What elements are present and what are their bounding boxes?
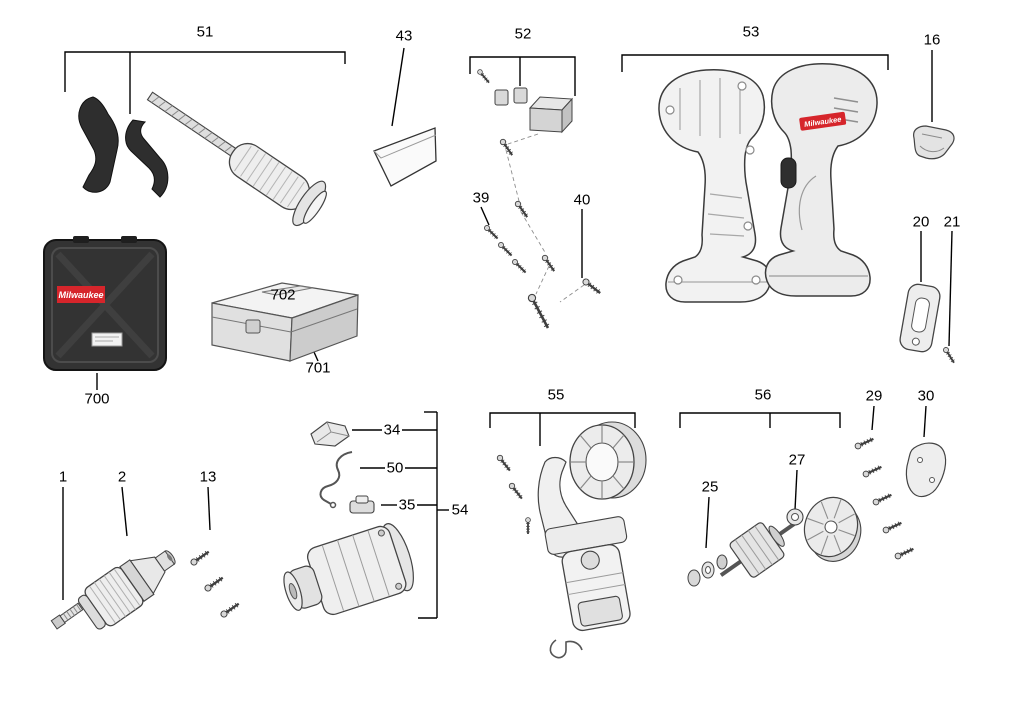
part-56-rotor-assembly	[687, 496, 862, 587]
part-50-spring-wire	[319, 451, 353, 509]
part-label-34: 34	[383, 421, 401, 439]
part-2-chuck	[77, 550, 176, 630]
part-21-screw	[941, 345, 958, 366]
part-701-702-stack-box	[211, 282, 359, 362]
part-label-29: 29	[865, 387, 883, 405]
part-label-30: 30	[917, 387, 935, 405]
part-13-screws	[188, 547, 242, 620]
part-30-plate	[905, 442, 947, 498]
part-label-43: 43	[395, 27, 413, 45]
part-29-screws	[853, 435, 916, 561]
part-label-54: 54	[451, 501, 469, 519]
part-51-handle-grip	[146, 91, 327, 227]
part-label-53: 53	[742, 23, 760, 41]
part-label-50: 50	[386, 459, 404, 477]
part-label-701: 701	[305, 359, 331, 377]
wire-clip	[549, 639, 583, 659]
part-51-side-handle-assembly	[78, 91, 327, 227]
part-label-52: 52	[514, 25, 532, 43]
part-label-702: 702	[270, 286, 296, 304]
stator	[569, 421, 647, 500]
rotor	[719, 521, 796, 578]
part-label-27: 27	[788, 451, 806, 469]
part-34-bracket	[310, 421, 350, 447]
housing-logo-band: Milwaukee	[799, 111, 847, 131]
case-logo-band	[57, 286, 105, 303]
part-54-gearbox	[283, 523, 414, 616]
part-55-motor-assembly	[495, 421, 647, 659]
part-label-2: 2	[117, 468, 127, 486]
gearcase-spindle	[544, 516, 631, 632]
part-label-35: 35	[398, 496, 416, 514]
part-1-stud	[50, 602, 84, 630]
part-label-1: 1	[58, 468, 68, 486]
part-label-20: 20	[912, 213, 930, 231]
part-27-bearing	[786, 508, 804, 526]
part-label-16: 16	[923, 31, 941, 49]
part-51-lever-b	[125, 119, 169, 198]
part-label-21: 21	[943, 213, 961, 231]
part-label-39: 39	[472, 189, 490, 207]
part-label-56: 56	[754, 386, 772, 404]
case-label-sticker	[91, 332, 123, 347]
fan	[803, 496, 862, 562]
part-25-washers	[687, 554, 728, 587]
assembly-axis-lines	[505, 133, 585, 303]
part-53-right-housing: Milwaukee	[764, 62, 878, 297]
part-39-screws	[482, 223, 529, 276]
part-label-51: 51	[196, 23, 214, 41]
part-51-lever-a	[78, 96, 119, 193]
part-20-belt-clip	[899, 283, 941, 353]
box-latch	[245, 319, 261, 334]
part-53-left-housing	[658, 68, 772, 303]
box-handle-recess	[261, 285, 313, 296]
part-label-40: 40	[573, 191, 591, 209]
part-label-55: 55	[547, 386, 565, 404]
part-40-screw	[580, 276, 604, 297]
case-logo-text: Milwaukee	[58, 290, 103, 300]
part-16-clip	[913, 125, 955, 160]
part-43-wedge	[373, 127, 437, 187]
part-35-clip	[349, 495, 375, 514]
part-label-700: 700	[84, 390, 110, 408]
part-label-25: 25	[701, 478, 719, 496]
part-700-carrying-case: Milwaukee	[43, 236, 167, 371]
trigger	[780, 157, 797, 189]
part-label-13: 13	[199, 468, 217, 486]
part-52-hardware-set	[475, 67, 574, 332]
